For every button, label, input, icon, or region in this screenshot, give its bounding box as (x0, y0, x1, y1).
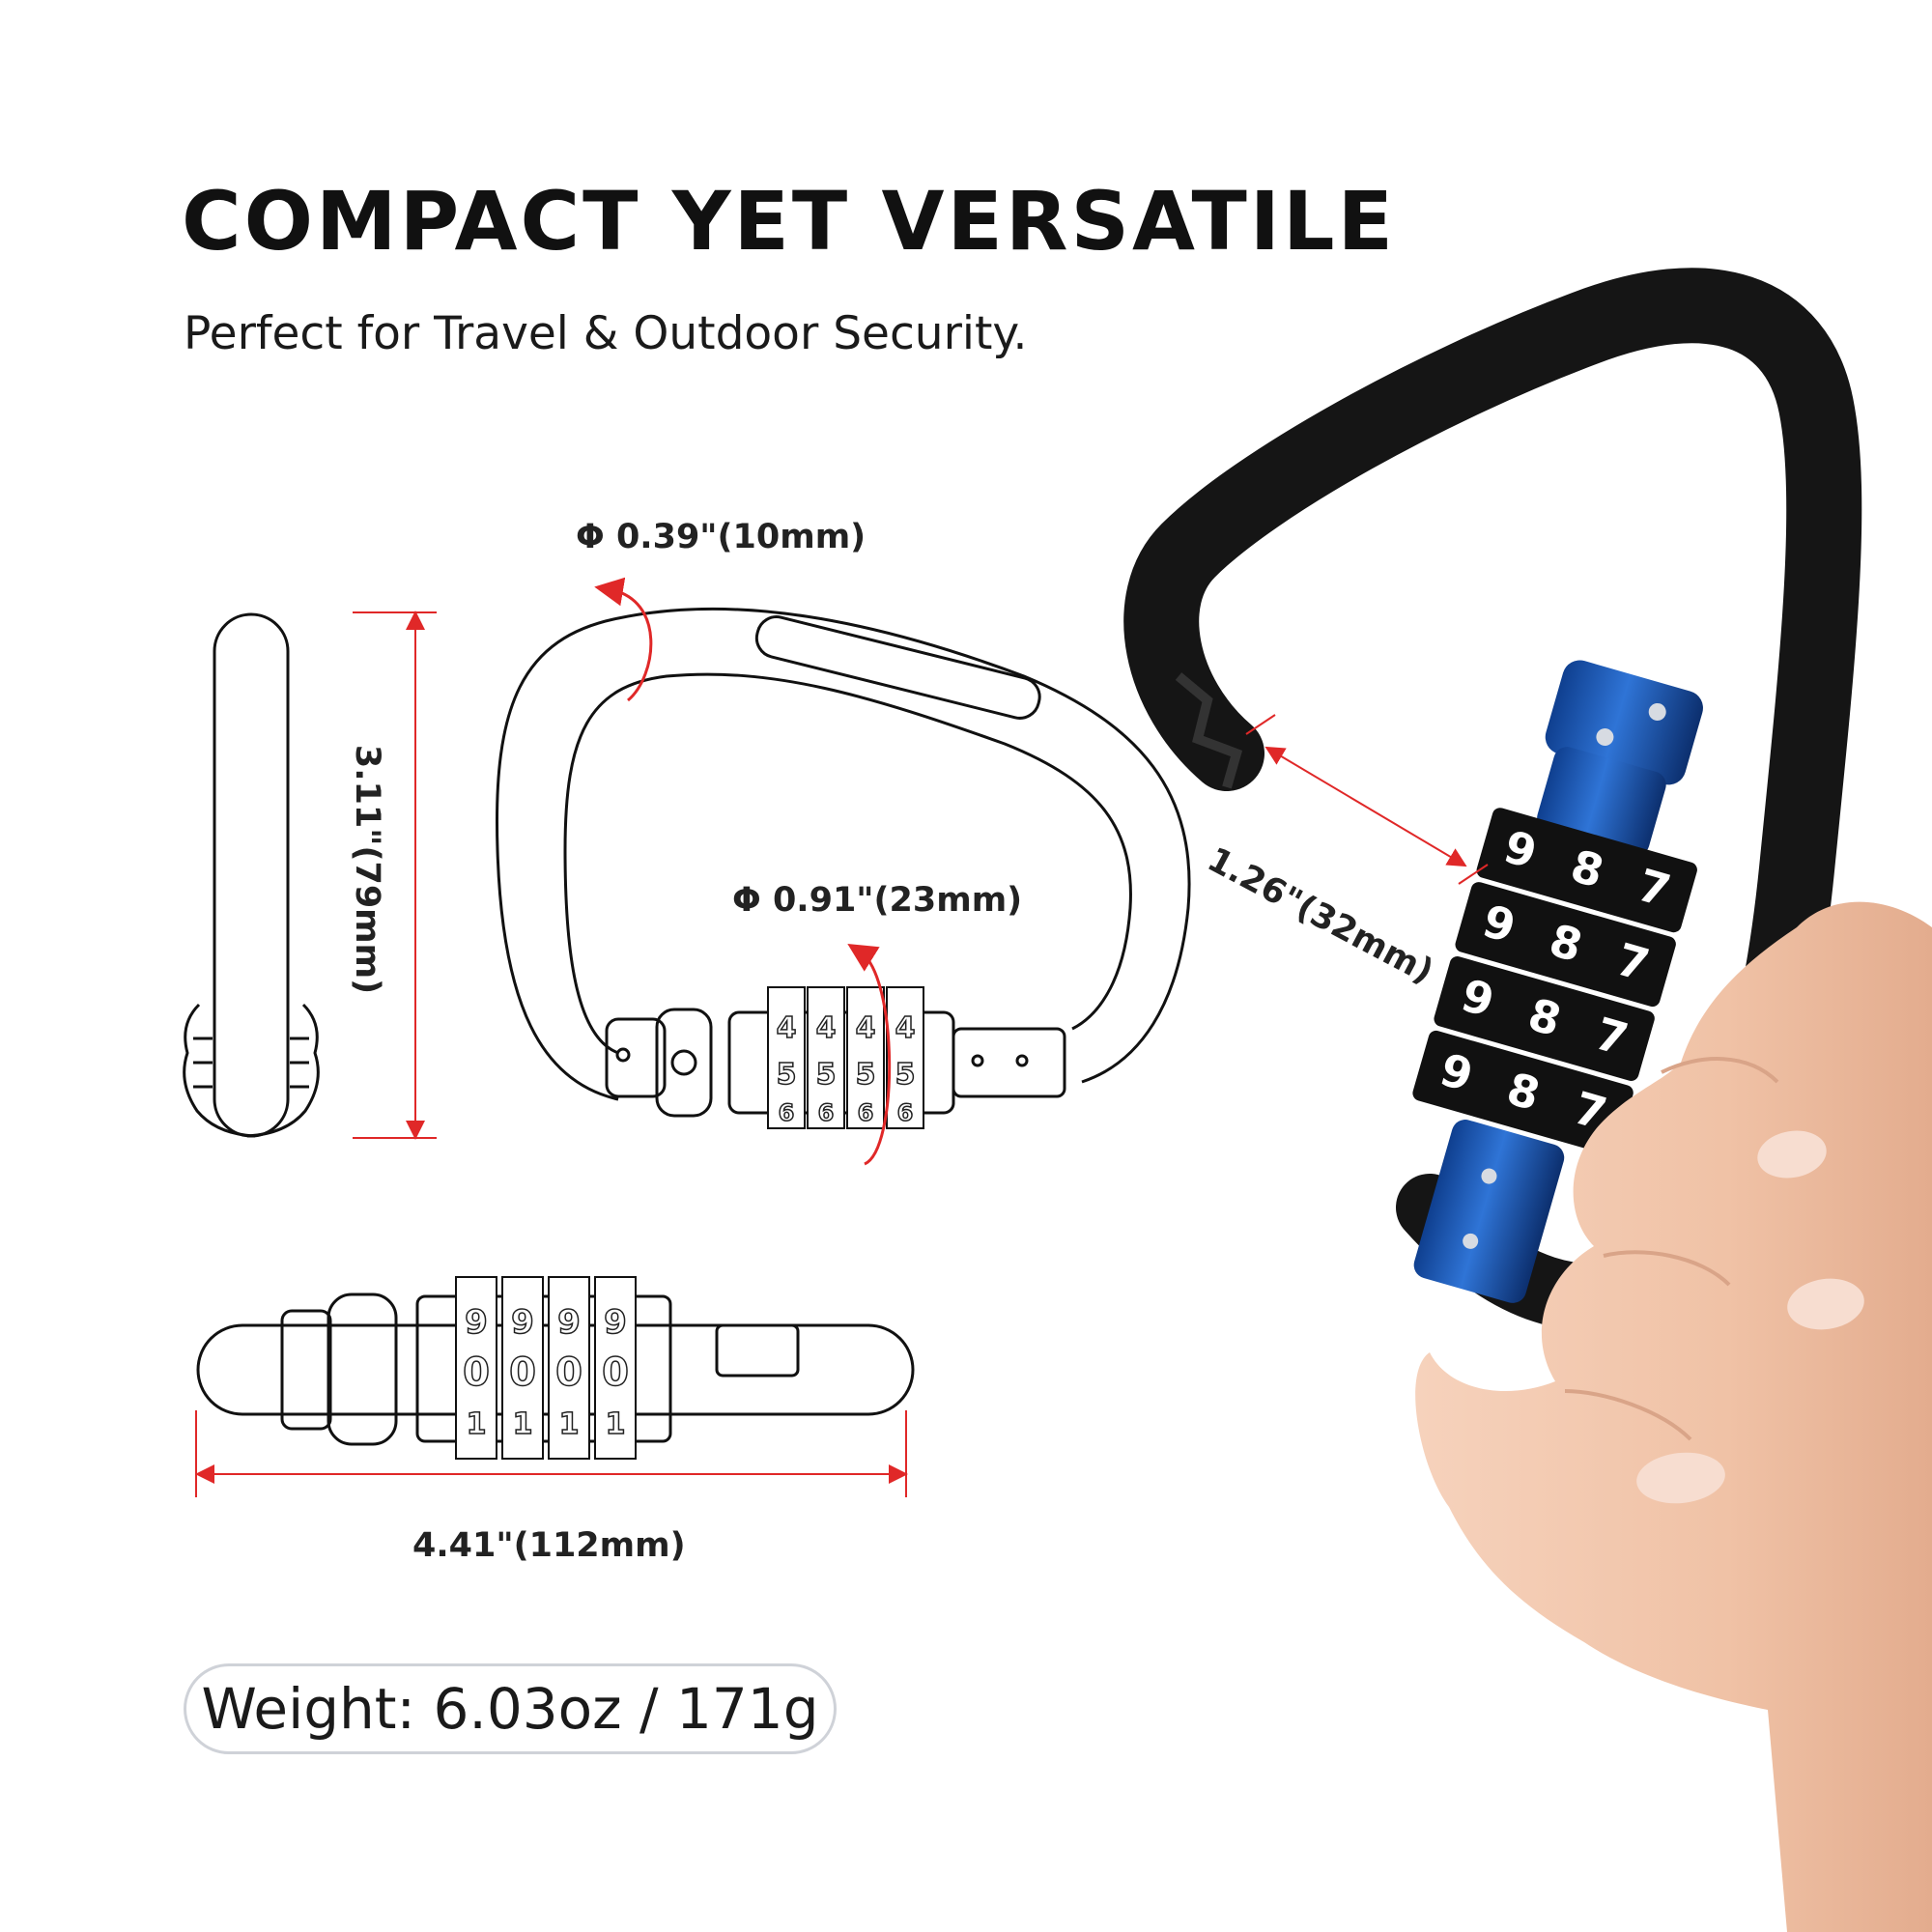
rod-diameter-label: Φ 0.39"(10mm) (576, 518, 867, 556)
side-view-dials (767, 986, 924, 1129)
side-dial-digit: 5 (895, 1058, 916, 1092)
page-title: COMPACT YET VERSATILE (182, 174, 1396, 269)
side-dial-digit: 4 (816, 1011, 837, 1045)
gate-dimension-line (1245, 714, 1489, 885)
side-dial-digit: 5 (777, 1058, 797, 1092)
bottom-dial-digit: 0 (509, 1350, 536, 1395)
side-dial-digit: 4 (777, 1011, 797, 1045)
side-dial-digit: 4 (895, 1011, 916, 1045)
side-dial-digit: 5 (816, 1058, 837, 1092)
hand-holding-carabiner-photo: 9 8 7 9 8 7 9 8 7 9 8 7 (1123, 268, 1932, 1932)
bottom-dial-digit: 9 (511, 1303, 534, 1342)
weight-label: Weight: 6.03oz / 171g (201, 1676, 819, 1742)
bottom-dial-digit: 0 (463, 1350, 490, 1395)
side-dial-digit: 6 (858, 1099, 874, 1126)
bottom-dial-digit: 9 (604, 1303, 627, 1342)
side-dial-digit: 4 (856, 1011, 876, 1045)
lock-diameter-label: Φ 0.91"(23mm) (732, 881, 1023, 920)
height-label: 3.11"(79mm) (348, 744, 386, 995)
side-view-dial-digits: 4 4 4 4 5 5 5 5 6 6 6 6 (776, 1010, 916, 1127)
bottom-view-dials (455, 1276, 637, 1460)
carabiner-edge-view (183, 612, 320, 1138)
side-dial-digit: 6 (897, 1099, 914, 1126)
bottom-view-dial-digits: 9 9 9 9 0 0 0 0 1 1 1 1 (462, 1302, 629, 1442)
side-dial-digit: 6 (779, 1099, 795, 1126)
height-dimension-line (353, 611, 437, 1140)
bottom-dial-digit: 1 (559, 1407, 580, 1441)
weight-badge: Weight: 6.03oz / 171g (184, 1663, 837, 1754)
bottom-dial-digit: 0 (602, 1350, 629, 1395)
bottom-dial-digit: 1 (467, 1407, 487, 1441)
side-dial-digit: 5 (856, 1058, 876, 1092)
length-dimension-line (195, 1410, 908, 1497)
rotation-arrow-icon (594, 577, 892, 1166)
page-subtitle: Perfect for Travel & Outdoor Security. (184, 307, 1028, 360)
bottom-dial-digit: 1 (606, 1407, 626, 1441)
carabiner-outline-drawing (496, 607, 1191, 1118)
side-dial-digit: 6 (818, 1099, 835, 1126)
bottom-dial-digit: 9 (557, 1303, 581, 1342)
bottom-dial-digit: 9 (465, 1303, 488, 1342)
bottom-dial-digit: 1 (513, 1407, 533, 1441)
length-label: 4.41"(112mm) (412, 1526, 686, 1565)
bottom-dial-digit: 0 (555, 1350, 582, 1395)
